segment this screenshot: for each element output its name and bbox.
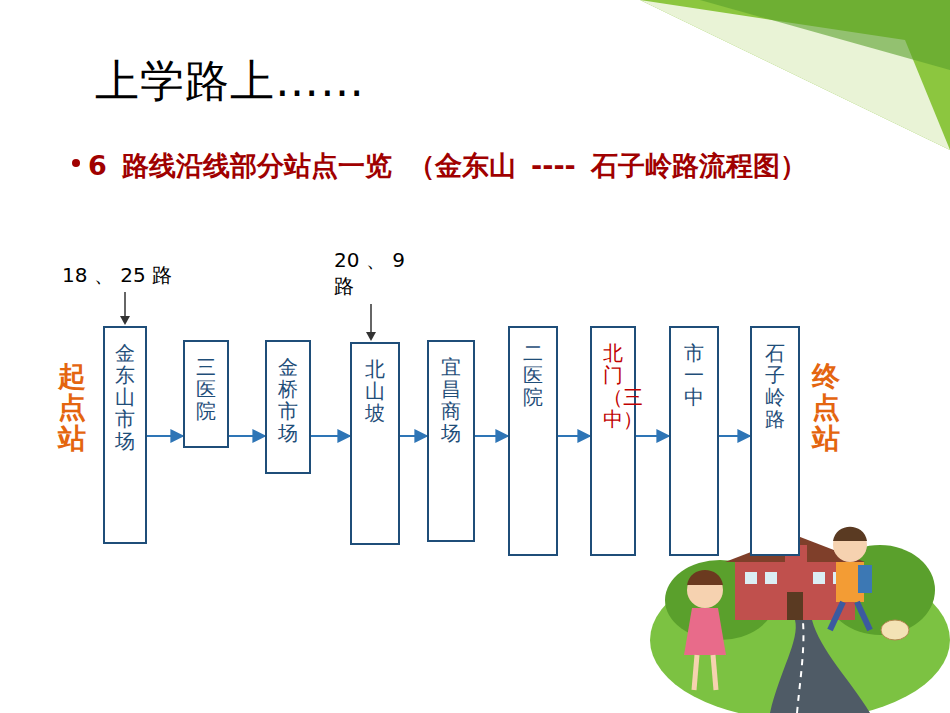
station-box: 石子岭路	[750, 326, 800, 556]
station-name: 市一中	[684, 342, 704, 408]
leader-line	[124, 292, 126, 318]
page-curl-fold	[640, 0, 950, 150]
flow-arrow	[400, 435, 427, 437]
station-box: 北门（三中）	[590, 326, 636, 556]
route-label: 20 、 9 路	[334, 247, 426, 299]
station-box: 三医院	[183, 340, 229, 448]
title: 上学路上……	[95, 52, 365, 111]
station-name: 北山坡	[365, 358, 385, 424]
terminal-label: 起点站	[58, 362, 86, 454]
station-box: 宜昌商场	[427, 340, 475, 542]
flow-arrow	[475, 435, 508, 437]
flow-arrow	[636, 435, 669, 437]
station-box: 二医院	[508, 326, 558, 556]
station-name: 三医院	[196, 356, 216, 422]
station-name: 石子岭路	[765, 342, 785, 430]
station-box: 市一中	[669, 326, 719, 556]
leader-head	[120, 316, 130, 325]
flow-arrow	[719, 435, 750, 437]
page-curl-shade	[700, 0, 950, 70]
flow-arrow	[311, 435, 350, 437]
leader-line	[370, 304, 372, 334]
terminal-label: 终点站	[812, 362, 840, 454]
caption: 6 路线沿线部分站点一览 （金东山 ---- 石子岭路流程图）	[88, 146, 858, 185]
bullet	[72, 159, 80, 167]
station-name: 宜昌商场	[441, 356, 461, 444]
flow-arrow	[229, 435, 265, 437]
flow-arrow	[147, 435, 183, 437]
page-curl	[640, 0, 950, 150]
route-label: 18 、 25 路	[62, 262, 202, 289]
station-name: 金东山市场	[115, 342, 135, 452]
station-box: 金东山市场	[103, 326, 147, 544]
station-name: 金桥市场	[278, 356, 298, 444]
station-name: 北门（三中）	[603, 342, 623, 430]
flow-arrow	[558, 435, 590, 437]
station-box: 金桥市场	[265, 340, 311, 474]
station-box: 北山坡	[350, 342, 400, 545]
leader-head	[366, 332, 376, 341]
station-name: 二医院	[523, 342, 543, 408]
